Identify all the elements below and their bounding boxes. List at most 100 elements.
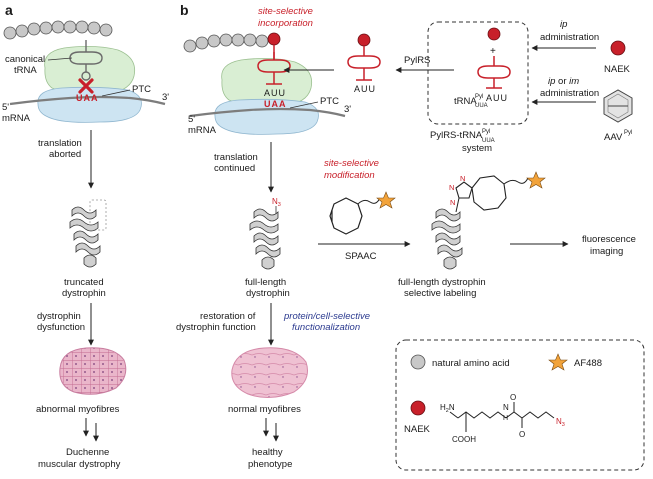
tissue-normal-label: normal myofibres <box>228 404 301 415</box>
cyclooctyne-af488-reagent <box>329 191 396 235</box>
restoration-label-1: restoration of <box>200 311 256 322</box>
im-administration-label: administration <box>540 88 599 99</box>
truncated-dystrophin-protein <box>69 199 107 268</box>
three-prime-a: 3' <box>162 92 169 103</box>
system-label-word: system <box>462 143 492 154</box>
outcome-duchenne-1: Duchenne <box>66 447 109 458</box>
step-dysfunction-2: dysfunction <box>37 322 85 333</box>
legend-o-ester: O <box>519 430 525 439</box>
naek-molecule-icon <box>610 40 626 56</box>
modification-label-1: site-selective <box>324 158 379 169</box>
legend-af488: AF488 <box>574 358 602 369</box>
abnormal-myofibres-image <box>59 347 127 395</box>
outcome-healthy-1: healthy <box>252 447 283 458</box>
panel-a: canonical tRNA UAA PTC 5' 3' mRNA transl… <box>2 20 169 470</box>
ptc-label-a: PTC <box>132 84 151 95</box>
five-prime-b: 5' <box>188 114 195 125</box>
panel-label-a: a <box>5 2 13 18</box>
stop-codon-a: UAA <box>76 93 99 103</box>
blocked-cross-icon <box>78 78 94 94</box>
triazole-n-2: N <box>460 174 465 183</box>
step-translation-aborted-1: translation <box>38 138 82 149</box>
triazole-n-1: N <box>449 183 454 192</box>
legend-o-carbonyl: O <box>510 393 516 402</box>
naek-label-top: NAEK <box>604 64 631 75</box>
stop-codon-b: UAA <box>264 99 287 109</box>
azide-label: N3 <box>272 197 281 208</box>
anticodon-system: AUU <box>486 93 508 103</box>
canonical-trna <box>69 40 103 81</box>
product-full-length-2: dystrophin <box>246 288 290 299</box>
full-length-dystrophin-protein <box>249 206 281 270</box>
system-label-base: PylRS-tRNA <box>430 130 483 141</box>
pylrs-trna-system-box <box>427 21 529 125</box>
mrna-strand-b <box>189 107 346 118</box>
labeled-label-2: selective labeling <box>404 288 476 299</box>
mrna-label-b: mRNA <box>188 125 217 136</box>
ip-or-im-label: ip or im <box>548 76 579 87</box>
normal-myofibres-image <box>231 347 308 398</box>
legend-n3: N3 <box>556 417 565 428</box>
step-translation-aborted-2: aborted <box>49 149 81 160</box>
pyl-trna-in-ribosome <box>257 45 291 85</box>
fluorescence-label-1: fluorescence <box>582 234 636 245</box>
system-label-sup: Pyl <box>482 129 490 135</box>
incorporation-label-1: site-selective <box>258 6 313 17</box>
legend-box: natural amino acid AF488 NAEK H2N COOH N… <box>395 339 645 471</box>
legend-h: H <box>503 415 508 422</box>
mrna-label-a: mRNA <box>2 113 31 124</box>
functionalization-label-1: protein/cell-selective <box>283 311 370 322</box>
triazole-n-3: N <box>450 198 455 207</box>
canonical-trna-label-2: tRNA <box>14 65 37 76</box>
anticodon-in-ribosome: AUU <box>264 88 286 98</box>
panel-b: AUU UAA PTC 5' 3' mRNA site-selective in… <box>176 6 636 470</box>
peptide-chain-b <box>183 32 281 53</box>
aav-vector-icon <box>603 89 633 123</box>
canonical-trna-label-1: canonical <box>5 54 45 65</box>
outcome-healthy-2: phenotype <box>248 459 292 470</box>
legend-h2n: H2N <box>440 403 455 414</box>
modification-label-2: modification <box>324 170 375 181</box>
mrna-strand-a <box>9 95 166 106</box>
tissue-abnormal-label: abnormal myofibres <box>36 404 120 415</box>
ip-label: ip <box>560 19 567 30</box>
peptide-chain-a <box>3 20 113 40</box>
fluorescence-label-2: imaging <box>590 246 623 257</box>
aav-label-base: AAV <box>604 132 623 143</box>
step-dysfunction-1: dystrophin <box>37 311 81 322</box>
charged-pyl-trna: AUU <box>347 33 381 94</box>
outcome-duchenne-2: muscular dystrophy <box>38 459 121 470</box>
functionalization-label-2: functionalization <box>292 322 360 333</box>
anticodon-free-trna: AUU <box>354 84 376 94</box>
step-translation-continued-1: translation <box>214 152 258 163</box>
labeled-label-1: full-length dystrophin <box>398 277 486 288</box>
ribosome-small-subunit-a <box>37 86 142 123</box>
trna-pyl-sub: UUA <box>475 103 488 109</box>
restoration-label-2: dystrophin function <box>176 322 256 333</box>
step-translation-continued-2: continued <box>214 163 255 174</box>
legend-amino-acid: natural amino acid <box>432 358 510 369</box>
ptc-label-b: PTC <box>320 96 339 107</box>
plus-sign: + <box>490 46 496 57</box>
spaac-label: SPAAC <box>345 251 377 262</box>
ip-administration-label: administration <box>540 32 599 43</box>
three-prime-b: 3' <box>344 104 351 115</box>
pylrs-label: PylRS <box>404 55 430 66</box>
system-components: + tRNA Pyl UUA AUU <box>454 27 511 109</box>
legend-naek: NAEK <box>404 424 431 435</box>
naek-structure <box>449 402 555 432</box>
legend-cooh: COOH <box>452 435 476 444</box>
incorporation-label-2: incorporation <box>258 18 313 29</box>
legend-nh: N <box>503 403 509 412</box>
labeled-dystrophin-protein <box>431 171 546 270</box>
system-label-sub: UUA <box>482 138 495 144</box>
product-truncated-1: truncated <box>64 277 104 288</box>
panel-label-b: b <box>180 2 189 18</box>
aav-label-sup: Pyl <box>624 130 632 136</box>
product-truncated-2: dystrophin <box>62 288 106 299</box>
trna-pyl-base: tRNA <box>454 96 477 107</box>
five-prime-a: 5' <box>2 102 9 113</box>
product-full-length-1: full-length <box>245 277 286 288</box>
trna-pyl-sup: Pyl <box>475 94 483 100</box>
